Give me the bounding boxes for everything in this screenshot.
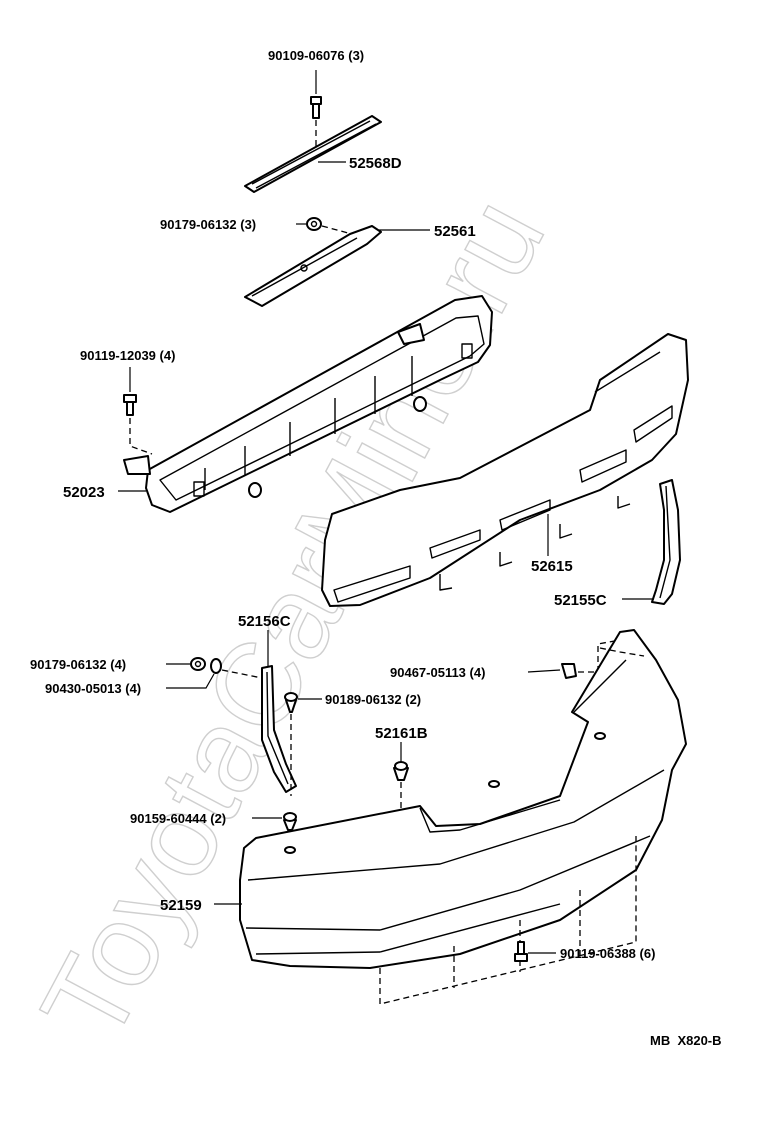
leader-washer-left [166, 673, 215, 689]
washer-left-icon [210, 658, 222, 674]
nut-left-icon [190, 657, 206, 671]
nut-left-guide [221, 669, 263, 679]
label-52561: 52561 [434, 223, 476, 240]
label-screw-lower: 90159-60444 (2) [130, 811, 226, 826]
bolt-bottom-icon [514, 941, 528, 962]
label-52161b: 52161B [375, 725, 428, 742]
bumper-bottom-guide [379, 836, 637, 1005]
bolt-left-icon [123, 394, 137, 416]
label-52159: 52159 [160, 897, 202, 914]
reinforcement-52023-part [123, 295, 493, 513]
nut-upper-guide [321, 225, 353, 235]
retainer-52561-part [244, 225, 382, 307]
bracket-52156c-part [261, 665, 297, 793]
label-bolt-top: 90109-06076 (3) [268, 48, 364, 63]
bumper-cover-52159-part [239, 629, 687, 969]
diagram-code: MB X820-B [650, 1033, 722, 1048]
clip-right-icon [561, 663, 577, 679]
nut-upper-icon [306, 217, 322, 231]
label-screw-mid: 90189-06132 (2) [325, 692, 421, 707]
label-nut-left: 90179-06132 (4) [30, 657, 126, 672]
leader-clip-right [527, 669, 561, 673]
label-52568d: 52568D [349, 155, 402, 172]
label-bolt-left: 90119-12039 (4) [80, 348, 175, 363]
screw-mid-icon [284, 692, 298, 713]
retainer-52161b-icon [393, 761, 409, 781]
bolt-top-icon [310, 96, 322, 119]
clip-bracket-guide [599, 647, 645, 657]
label-nut-upper: 90179-06132 (3) [160, 217, 256, 232]
label-washer-left: 90430-05013 (4) [45, 681, 141, 696]
label-52023: 52023 [63, 484, 105, 501]
bolt-left-guide [129, 418, 153, 455]
label-bolt-bottom: 90119-06388 (6) [560, 946, 655, 961]
screw-lower-icon [283, 812, 297, 831]
retainer-52568d-part [244, 115, 382, 193]
label-52615: 52615 [531, 558, 573, 575]
label-52155c: 52155C [554, 592, 607, 609]
label-clip-right: 90467-05113 (4) [390, 665, 485, 680]
bracket-52155c-part [651, 479, 681, 605]
absorber-52615-part [321, 333, 689, 607]
label-52156c: 52156C [238, 613, 291, 630]
clip-right-guide [578, 639, 621, 673]
